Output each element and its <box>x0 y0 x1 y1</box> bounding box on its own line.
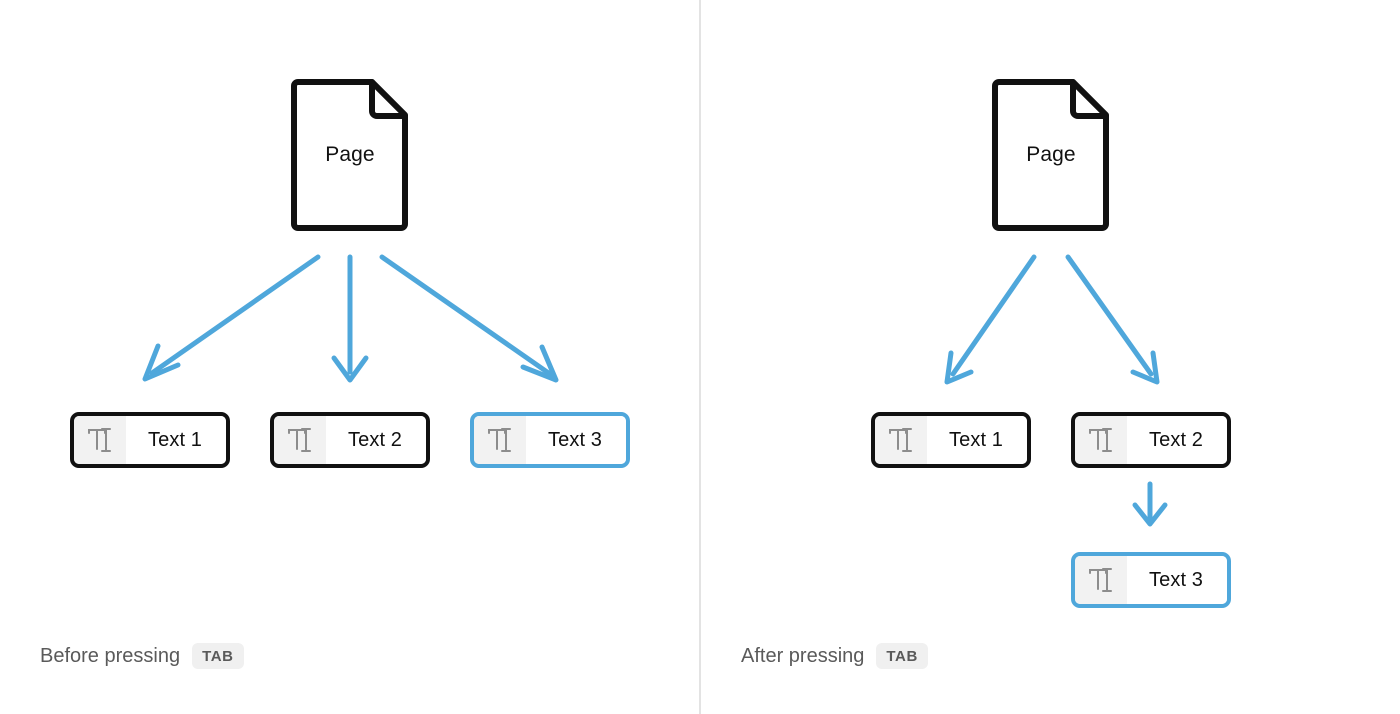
text-node-label: Text 2 <box>1127 416 1227 464</box>
caption-before: Before pressing TAB <box>40 643 244 669</box>
text-field-icon <box>274 416 326 464</box>
text-node-text3-after[interactable]: Text 3 <box>1071 552 1231 608</box>
text-field-icon <box>1075 416 1127 464</box>
page-node-label: Page <box>325 142 375 166</box>
text-node-text1-before[interactable]: Text 1 <box>70 412 230 468</box>
text-node-label: Text 3 <box>1127 556 1227 604</box>
arrow-page-to-text3 <box>379 254 559 383</box>
caption-after-text: After pressing <box>741 644 865 667</box>
text-field-icon <box>474 416 526 464</box>
document-page-icon <box>291 79 408 231</box>
caption-before-text: Before pressing <box>40 644 181 667</box>
arrow-page-to-text2 <box>331 254 369 383</box>
arrow-page-to-text1 <box>142 254 321 382</box>
page-node-label: Page <box>1026 142 1076 166</box>
page-node-after[interactable]: Page <box>991 77 1111 232</box>
text-field-icon <box>1075 556 1127 604</box>
text-node-label: Text 2 <box>326 416 426 464</box>
text-field-icon <box>875 416 927 464</box>
arrow-text2-to-text3 <box>1132 481 1168 527</box>
arrow-page-to-text1 <box>944 254 1037 385</box>
text-node-label: Text 3 <box>526 416 626 464</box>
panel-before: Page Text 1 <box>0 0 699 714</box>
panel-divider <box>699 0 701 714</box>
text-node-text2-before[interactable]: Text 2 <box>270 412 430 468</box>
panel-after: Page Text 1 <box>701 0 1400 714</box>
text-node-label: Text 1 <box>927 416 1027 464</box>
caption-after: After pressing TAB <box>741 643 928 669</box>
arrow-page-to-text2 <box>1065 254 1160 385</box>
text-node-text1-after[interactable]: Text 1 <box>871 412 1031 468</box>
text-field-icon <box>74 416 126 464</box>
page-node-before[interactable]: Page <box>290 77 410 232</box>
document-page-icon <box>992 79 1109 231</box>
tab-key-badge: TAB <box>192 643 244 669</box>
text-node-text2-after[interactable]: Text 2 <box>1071 412 1231 468</box>
text-node-text3-before[interactable]: Text 3 <box>470 412 630 468</box>
tab-key-badge: TAB <box>876 643 928 669</box>
text-node-label: Text 1 <box>126 416 226 464</box>
